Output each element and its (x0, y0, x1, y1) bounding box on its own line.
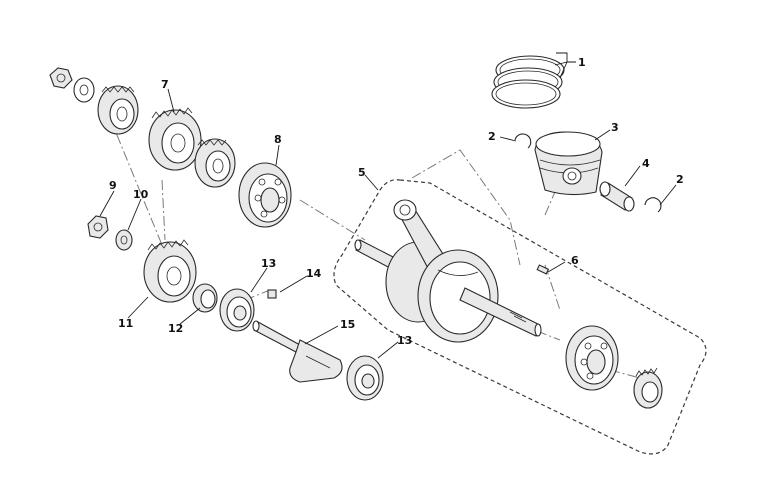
callout-15: 15 (340, 318, 355, 331)
part-2-circlip-left (514, 133, 532, 149)
part-9-nut (87, 215, 109, 239)
part-14-key (267, 289, 277, 299)
callout-2-left: 2 (488, 130, 496, 143)
callout-10: 10 (133, 188, 149, 201)
part-10-washer (115, 229, 133, 251)
part-4-piston-pin (599, 181, 635, 212)
part-12-bushing (192, 283, 218, 313)
crankshaft-timing-gear (633, 367, 663, 409)
part-13-bearing-lower (346, 355, 384, 401)
leader-lines (99, 52, 677, 359)
callout-4: 4 (642, 157, 650, 170)
top-left-nut-washer-gear (49, 67, 139, 135)
part-1-piston-rings (491, 55, 565, 109)
callout-14: 14 (306, 267, 322, 280)
callout-5: 5 (358, 166, 366, 179)
crankshaft-assembly-outline (333, 179, 707, 455)
part-7-drive-gear (148, 107, 202, 171)
callout-3: 3 (611, 121, 619, 134)
alignment-lines (109, 117, 641, 379)
callout-6: 6 (571, 254, 579, 267)
callout-12: 12 (168, 322, 183, 335)
part-8-bearing (238, 162, 292, 228)
callout-2-right: 2 (676, 173, 684, 186)
part-2-circlip-right (644, 197, 662, 213)
part-6-pin (536, 264, 550, 275)
callout-1: 1 (578, 56, 586, 69)
callout-11: 11 (118, 317, 133, 330)
crankshaft-right-bearing (565, 325, 619, 391)
part-3-piston (534, 131, 603, 196)
callout-9: 9 (109, 179, 117, 192)
part-11-gear (143, 239, 197, 303)
part-15-balancer-shaft (252, 320, 343, 383)
callout-13-lower: 13 (397, 334, 412, 347)
callout-7: 7 (161, 78, 169, 91)
callout-13-upper: 13 (261, 257, 276, 270)
part-13-bearing-upper (219, 288, 255, 332)
part-5-crankshaft (354, 199, 542, 343)
callout-8: 8 (274, 133, 282, 146)
secondary-gear (194, 138, 236, 188)
callout-labels: 1 2 2 3 4 5 6 7 8 9 10 11 12 13 13 14 15 (109, 56, 684, 347)
